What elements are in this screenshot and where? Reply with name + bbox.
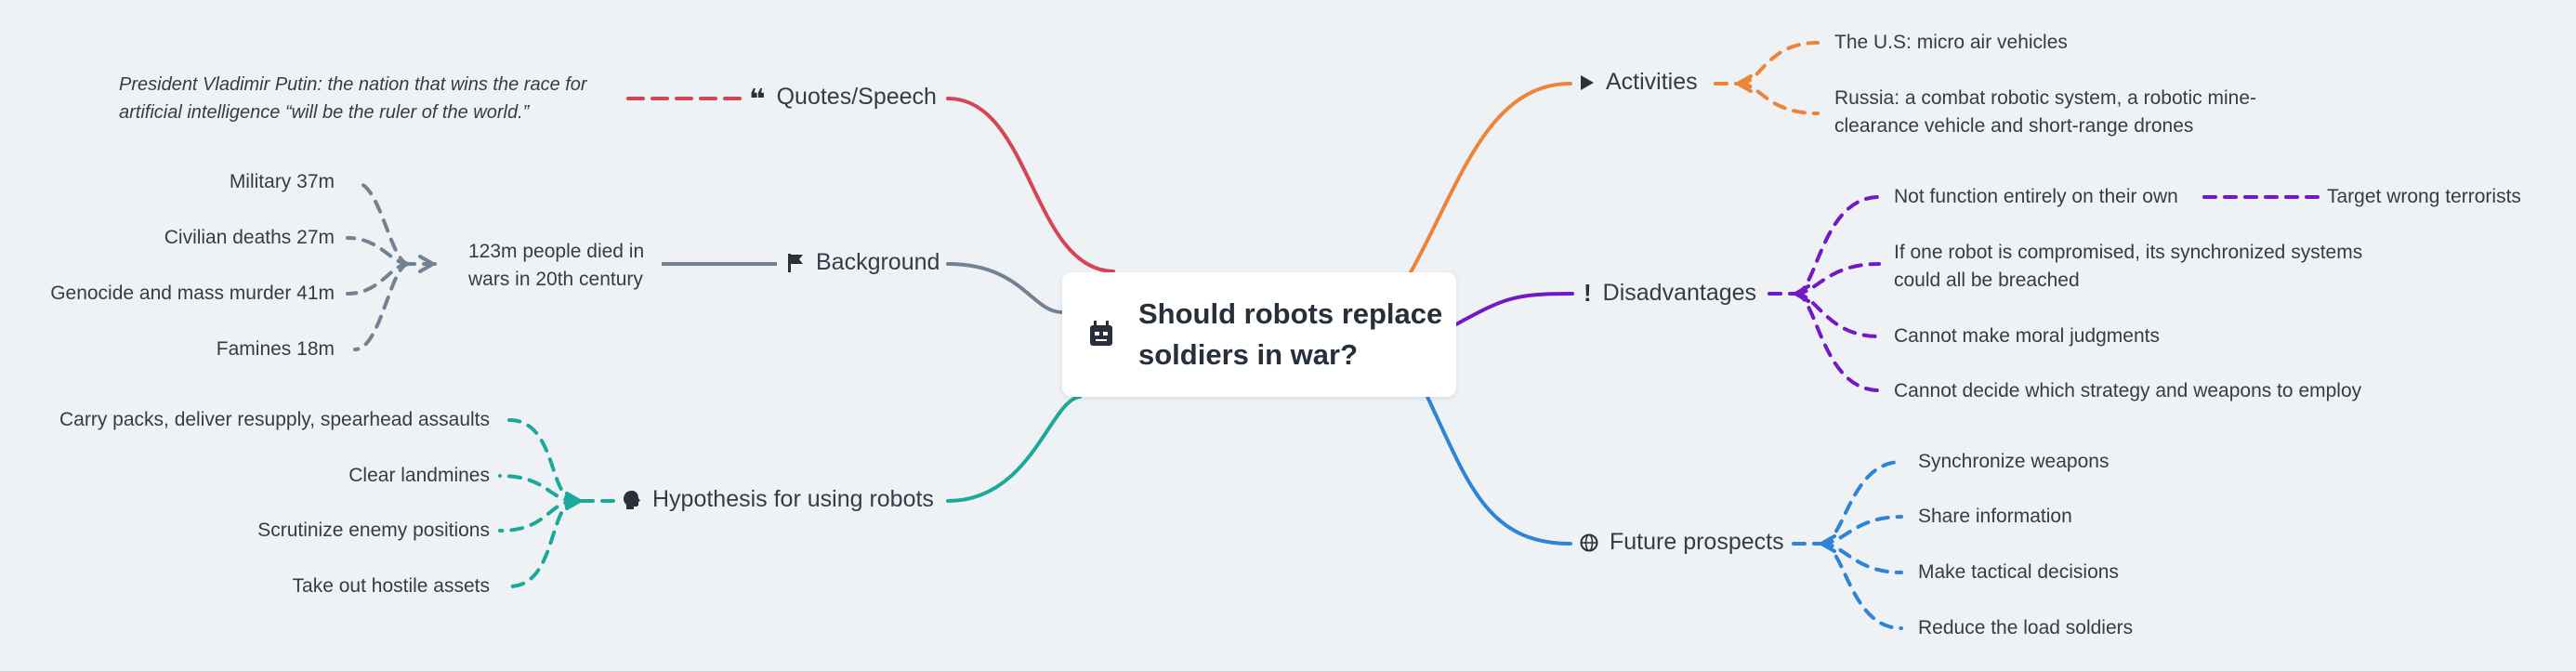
future-item-tactical[interactable]: Make tactical decisions <box>1918 561 2119 583</box>
branch-background[interactable]: Background <box>786 249 940 276</box>
quotes-branch-line <box>946 97 1115 273</box>
disadvantages-subitem-wrong-terrorists[interactable]: Target wrong terrorists <box>2327 186 2521 207</box>
future-item-share[interactable]: Share information <box>1918 506 2072 527</box>
disadvantages-fan <box>1768 195 2320 392</box>
branch-hypothesis[interactable]: Hypothesis for using robots <box>623 486 934 513</box>
activities-item-us[interactable]: The U.S: micro air vehicles <box>1834 32 2068 53</box>
disadvantages-branch-line <box>1454 292 1574 326</box>
future-branch-line <box>1426 395 1572 546</box>
branch-future-prospects[interactable]: Future prospects <box>1580 529 1784 556</box>
head-icon <box>624 490 640 509</box>
background-fan <box>346 180 438 351</box>
robot-icon <box>1090 321 1112 346</box>
quote-icon: ❝ <box>749 84 766 115</box>
background-item-famines[interactable]: Famines 18m <box>216 338 335 360</box>
background-item-civilian[interactable]: Civilian deaths 27m <box>164 227 335 248</box>
branch-quotes-label: Quotes/Speech <box>776 84 937 110</box>
disadvantages-item-moral[interactable]: Cannot make moral judgments <box>1894 325 2160 347</box>
branch-activities-label: Activities <box>1606 69 1698 95</box>
background-summary[interactable]: 123m people died in wars in 20th century <box>468 241 645 290</box>
future-item-reduce-load[interactable]: Reduce the load soldiers <box>1918 617 2134 638</box>
quote-detail-text[interactable]: President Vladimir Putin: the nation tha… <box>119 74 587 123</box>
branch-activities[interactable]: Activities <box>1580 69 1698 96</box>
branch-disadvantages-label: Disadvantages <box>1602 280 1757 306</box>
branch-future-label: Future prospects <box>1610 529 1784 555</box>
hypothesis-item-landmines[interactable]: Clear landmines <box>348 465 490 486</box>
hypothesis-item-carry[interactable]: Carry packs, deliver resupply, spearhead… <box>59 409 490 430</box>
branch-background-label: Background <box>816 249 940 275</box>
hypothesis-item-scrutinize[interactable]: Scrutinize enemy positions <box>257 520 490 541</box>
future-fan <box>1792 460 1903 630</box>
disadvantages-item-strategy[interactable]: Cannot decide which strategy and weapons… <box>1894 380 2362 401</box>
branch-quotes-speech[interactable]: ❝ Quotes/Speech <box>749 84 937 115</box>
central-topic[interactable]: Should robots replace soldiers in war? <box>1062 272 1456 397</box>
flag-icon <box>788 253 803 272</box>
activities-fan <box>1714 41 1820 115</box>
background-branch-line <box>946 262 1064 314</box>
globe-icon <box>1580 533 1598 551</box>
disadvantages-item-compromised[interactable]: If one robot is compromised, its synchro… <box>1894 242 2363 291</box>
hypothesis-fan <box>498 418 615 588</box>
activities-item-russia[interactable]: Russia: a combat robotic system, a robot… <box>1834 87 2257 137</box>
hypothesis-branch-line <box>946 395 1082 503</box>
hypothesis-item-take-out[interactable]: Take out hostile assets <box>292 575 490 597</box>
disadvantages-item-not-function[interactable]: Not function entirely on their own <box>1894 186 2178 207</box>
future-item-synchronize[interactable]: Synchronize weapons <box>1918 451 2109 472</box>
branch-hypothesis-label: Hypothesis for using robots <box>652 486 934 512</box>
background-item-military[interactable]: Military 37m <box>229 171 335 192</box>
activities-branch-line <box>1409 82 1572 274</box>
central-topic-title: Should robots replace soldiers in war? <box>1138 297 1443 371</box>
background-item-genocide[interactable]: Genocide and mass murder 41m <box>50 283 335 304</box>
exclamation-icon: ! <box>1584 279 1592 307</box>
branch-disadvantages[interactable]: ! Disadvantages <box>1584 279 1756 308</box>
play-icon <box>1581 74 1594 90</box>
